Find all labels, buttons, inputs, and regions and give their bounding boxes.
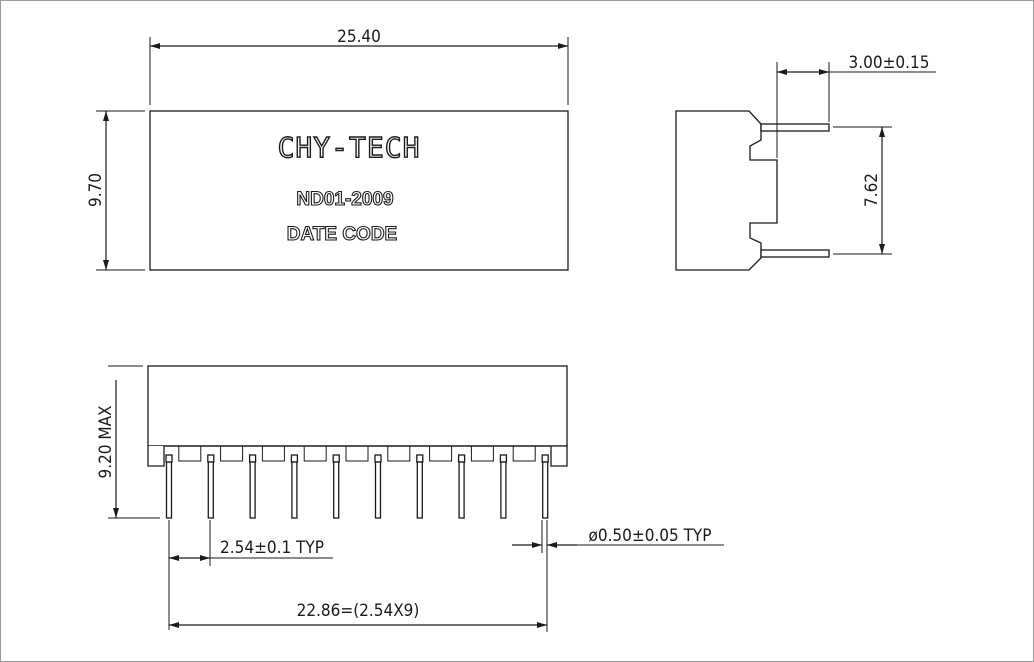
height-dimension-label: 9.70 [86,173,106,207]
pin-notch [429,446,453,462]
pin-collar [332,454,340,463]
pin-notch [303,446,327,462]
front-view-body [147,365,568,447]
width-dimension-label: 25.40 [337,27,381,47]
pin-collar [207,454,215,463]
side-view: 3.00±0.15 7.62 [675,53,936,271]
pin-collar [416,454,424,463]
pin-collar [374,454,382,463]
pin-notch [345,446,369,462]
pin-notch [470,446,494,462]
top-view-body [149,110,569,271]
pin-collar [248,454,257,463]
front-view-base [148,445,568,467]
pin [333,461,340,519]
pin-notch [261,446,285,462]
front-view: 9.20 MAX 2.54±0.1 TYP ø0.50±0.05 TYP 22.… [96,365,724,632]
pin [542,461,549,519]
part-number: ND01-2009 [296,189,393,210]
height-dimension-label: 9.20 MAX [96,405,116,478]
front-view-base-left [147,446,165,467]
pin-collar [499,454,508,463]
pin-diameter-dimension-label: ø0.50±0.05 TYP [588,526,711,546]
pin-collar [165,454,173,463]
date-code: DATE CODE [287,224,397,245]
pin-length-dimension-label: 3.00±0.15 [849,53,930,73]
brand-logo: CHY-TECH [278,131,421,164]
pin-collar [457,454,466,463]
pin [374,461,382,519]
pin-notch [178,446,202,462]
top-view: 25.40 9.70 CHY-TECH ND01-2009 DATE CODE [86,27,569,271]
pin [500,461,507,519]
pin [291,461,298,519]
pin-row [165,446,549,519]
pin-collar [290,454,299,463]
side-pin-bottom [760,249,830,258]
pin [458,461,465,519]
pin [165,461,173,519]
total-dimension-label: 22.86=(2.54X9) [297,601,420,621]
pin-notch [220,446,244,462]
pitch-dimension-label: 2.54±0.1 TYP [220,538,324,558]
pin [207,461,214,519]
pin-notch [387,446,411,462]
pin [416,461,423,519]
pin-spacing-dimension-label: 7.62 [862,173,882,207]
pin [249,461,256,519]
side-view-body [675,110,778,271]
side-pin-top [760,123,830,132]
pin-collar [541,454,549,463]
pin-notch [512,446,536,462]
